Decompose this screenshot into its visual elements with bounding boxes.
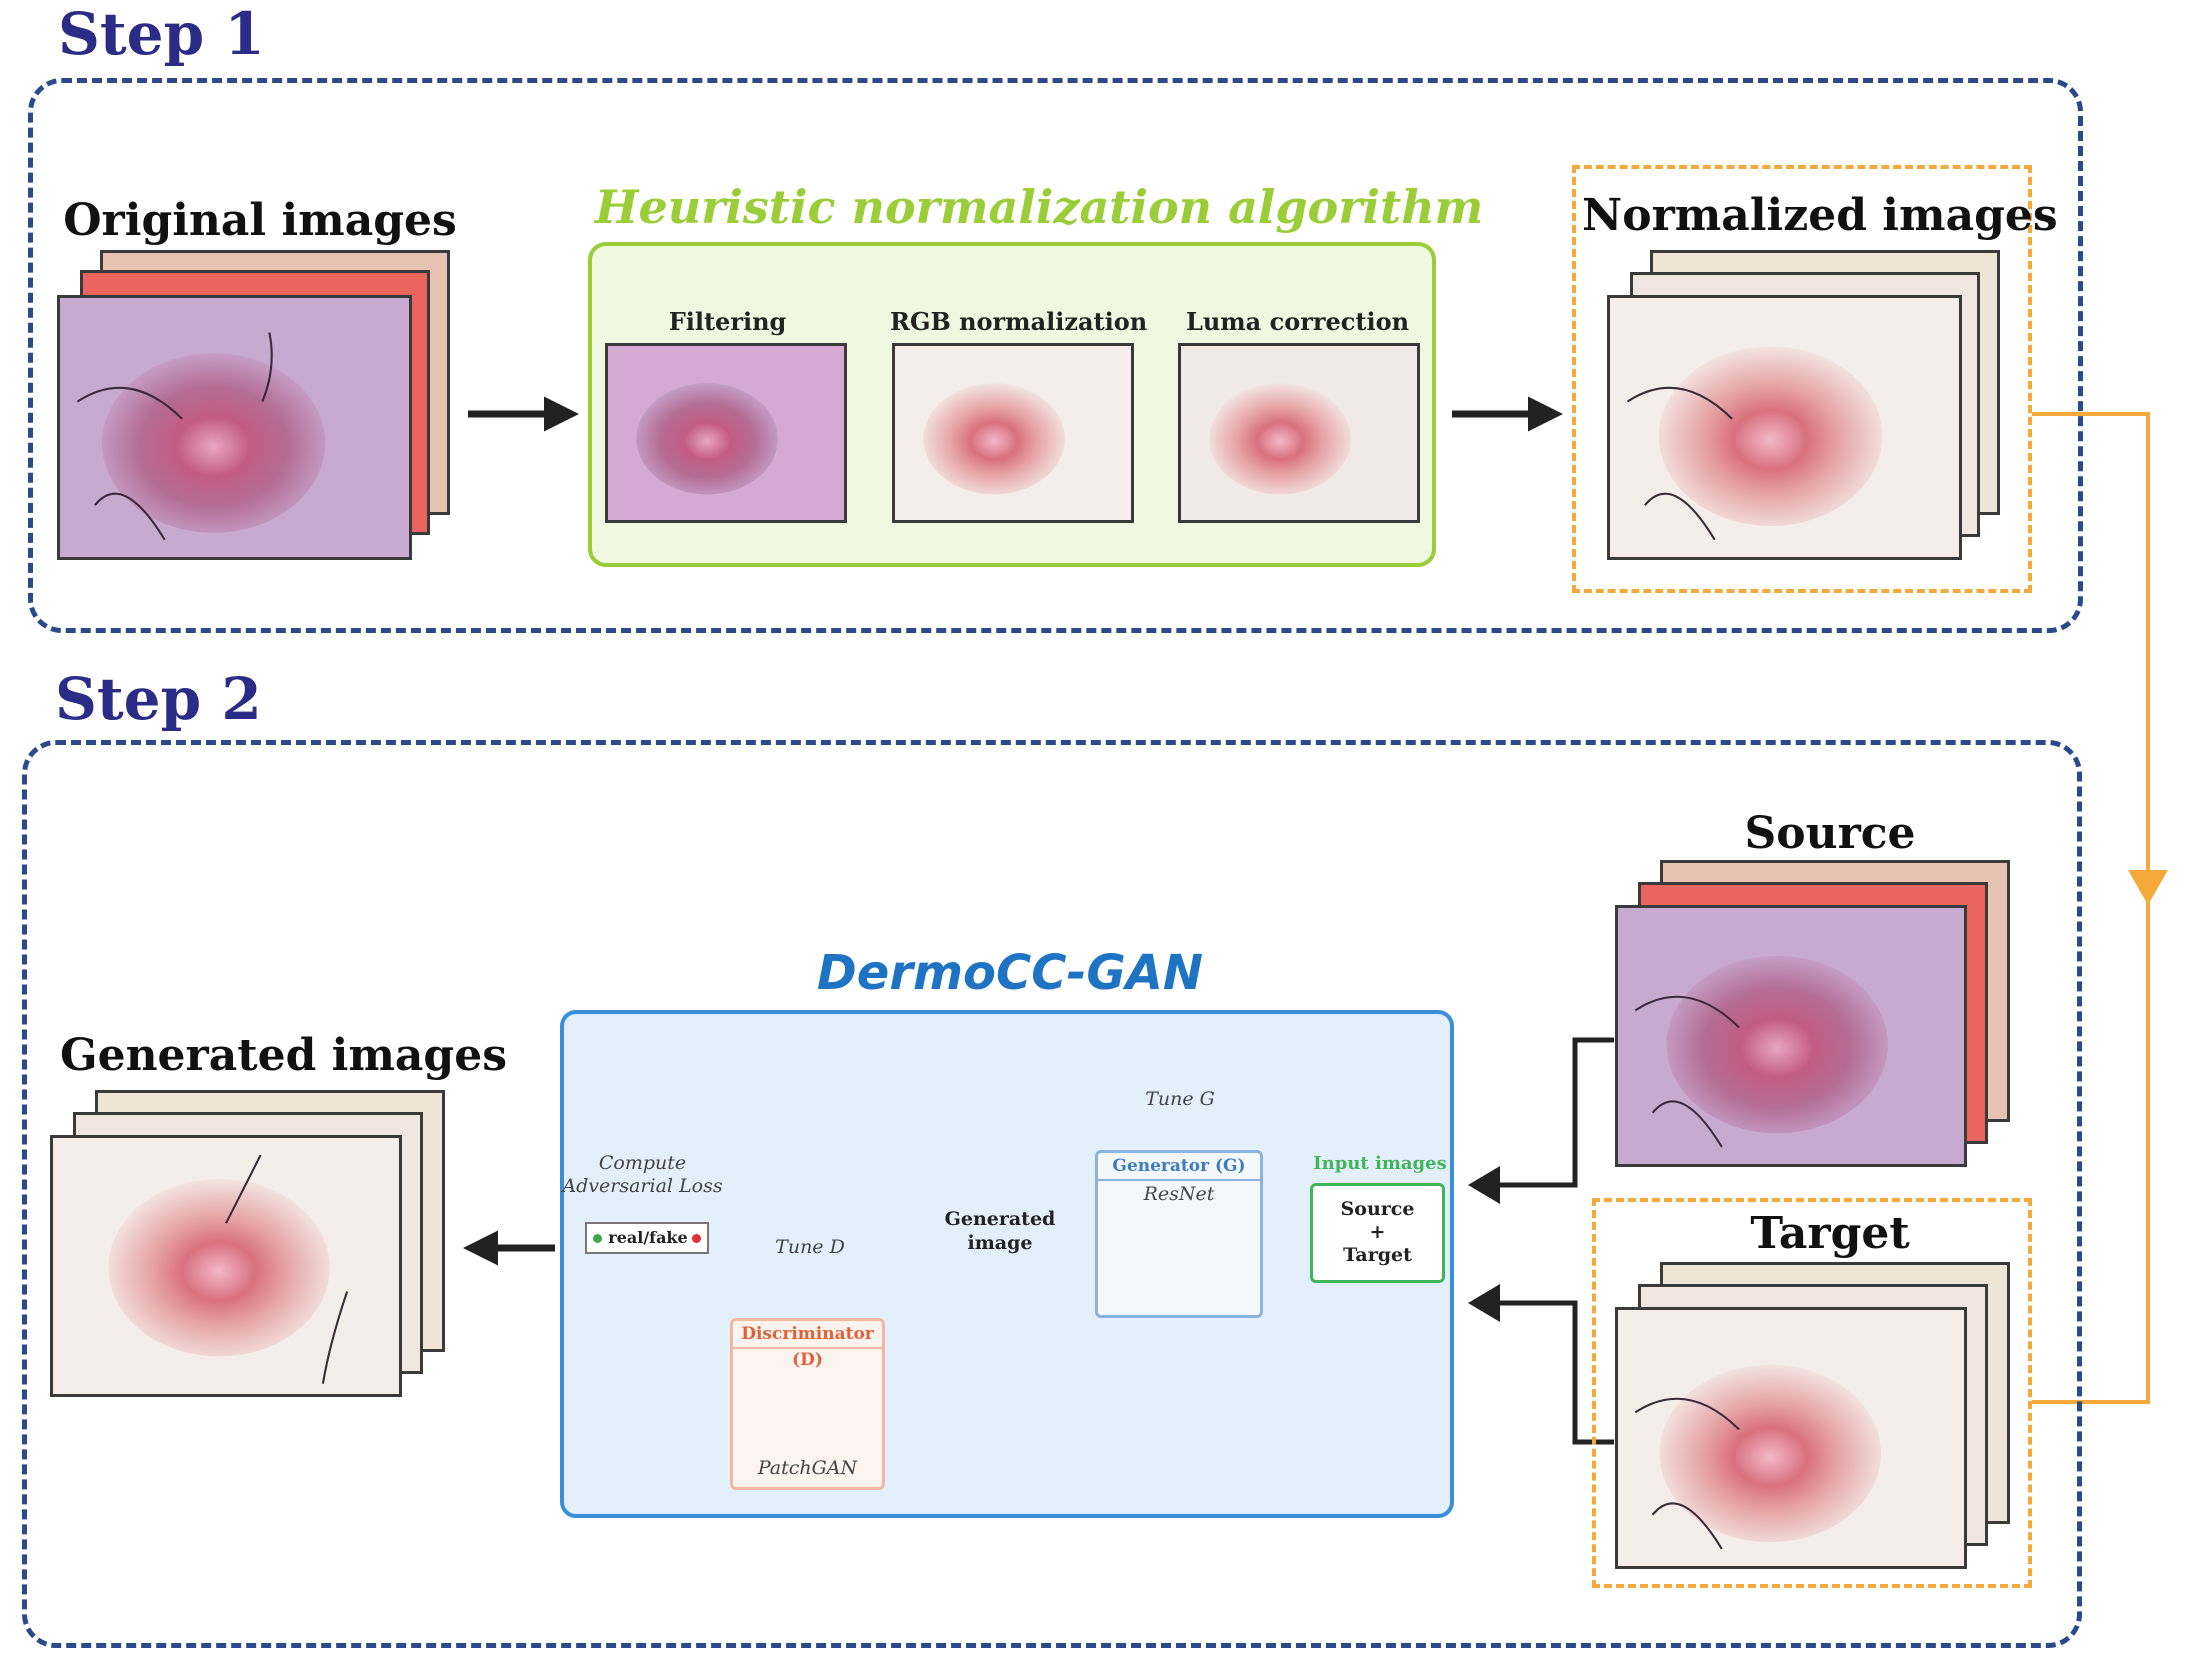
generator-title: Generator (G) — [1098, 1153, 1260, 1181]
normalized-image-front — [1607, 295, 1962, 560]
input-plus: + — [1369, 1220, 1386, 1243]
heuristic-title: Heuristic normalization algorithm — [595, 180, 1484, 234]
tune-d-label: Tune D — [775, 1236, 845, 1258]
original-images-stack — [55, 250, 455, 560]
stage-label-luma: Luma correction — [1185, 307, 1410, 336]
generated-images-stack — [45, 1090, 455, 1400]
discriminator-title: Discriminator (D) — [733, 1321, 882, 1370]
real-dot-icon — [593, 1234, 602, 1243]
input-source: Source — [1340, 1198, 1415, 1220]
real-fake-label: real/fake — [608, 1228, 688, 1247]
real-fake-box: real/fake — [585, 1222, 709, 1254]
original-images-label: Original images — [63, 195, 457, 246]
generator-box: Generator (G) ResNet — [1095, 1150, 1263, 1318]
luma-correction-image — [1178, 343, 1420, 523]
source-arrowhead-icon — [1468, 1166, 1500, 1204]
source-image-front — [1615, 905, 1967, 1167]
orange-arrowhead-icon — [2128, 870, 2168, 905]
source-images-stack — [1610, 860, 2015, 1170]
stage-label-rgb: RGB normalization — [890, 307, 1148, 336]
gan-box — [560, 1010, 1454, 1518]
input-target: Target — [1343, 1243, 1412, 1266]
original-image-front — [57, 295, 412, 560]
input-images-box: Source + Target — [1310, 1183, 1445, 1283]
fake-dot-icon — [692, 1234, 701, 1243]
target-image-front — [1615, 1307, 1967, 1569]
orange-connector — [2032, 412, 2150, 1404]
source-connector — [1488, 1037, 1614, 1188]
stage-label-filtering: Filtering — [668, 307, 787, 336]
generated-image-front — [50, 1135, 402, 1397]
target-arrowhead-icon — [1468, 1284, 1500, 1322]
loss-label-line2: Adversarial Loss — [562, 1175, 723, 1197]
normalized-images-label: Normalized images — [1582, 190, 2058, 241]
step1-region — [28, 78, 2083, 633]
discriminator-model: PatchGAN — [757, 1457, 858, 1479]
generated-image-line1: Generated — [944, 1208, 1056, 1230]
normalized-images-box — [1572, 165, 2032, 593]
source-label: Source — [1744, 808, 1916, 859]
discriminator-box: Discriminator (D) PatchGAN — [730, 1318, 885, 1490]
tune-g-label: Tune G — [1145, 1088, 1215, 1110]
loss-label-line1: Compute — [598, 1152, 687, 1174]
gan-title: DermoCC-GAN — [816, 945, 1204, 1001]
generated-image-line2: image — [967, 1232, 1033, 1254]
step2-title: Step 2 — [55, 665, 262, 733]
target-label: Target — [1750, 1208, 1910, 1259]
normalized-images-stack — [1605, 250, 2005, 560]
rgb-normalization-image — [892, 343, 1134, 523]
step2-region — [22, 740, 2082, 1648]
generator-model: ResNet — [1143, 1183, 1215, 1205]
filtering-image — [605, 343, 847, 523]
target-images-box — [1592, 1198, 2032, 1588]
generated-images-label: Generated images — [60, 1030, 507, 1081]
input-images-title: Input images — [1313, 1153, 1447, 1174]
target-images-stack — [1610, 1262, 2015, 1572]
step1-title: Step 1 — [58, 0, 265, 68]
